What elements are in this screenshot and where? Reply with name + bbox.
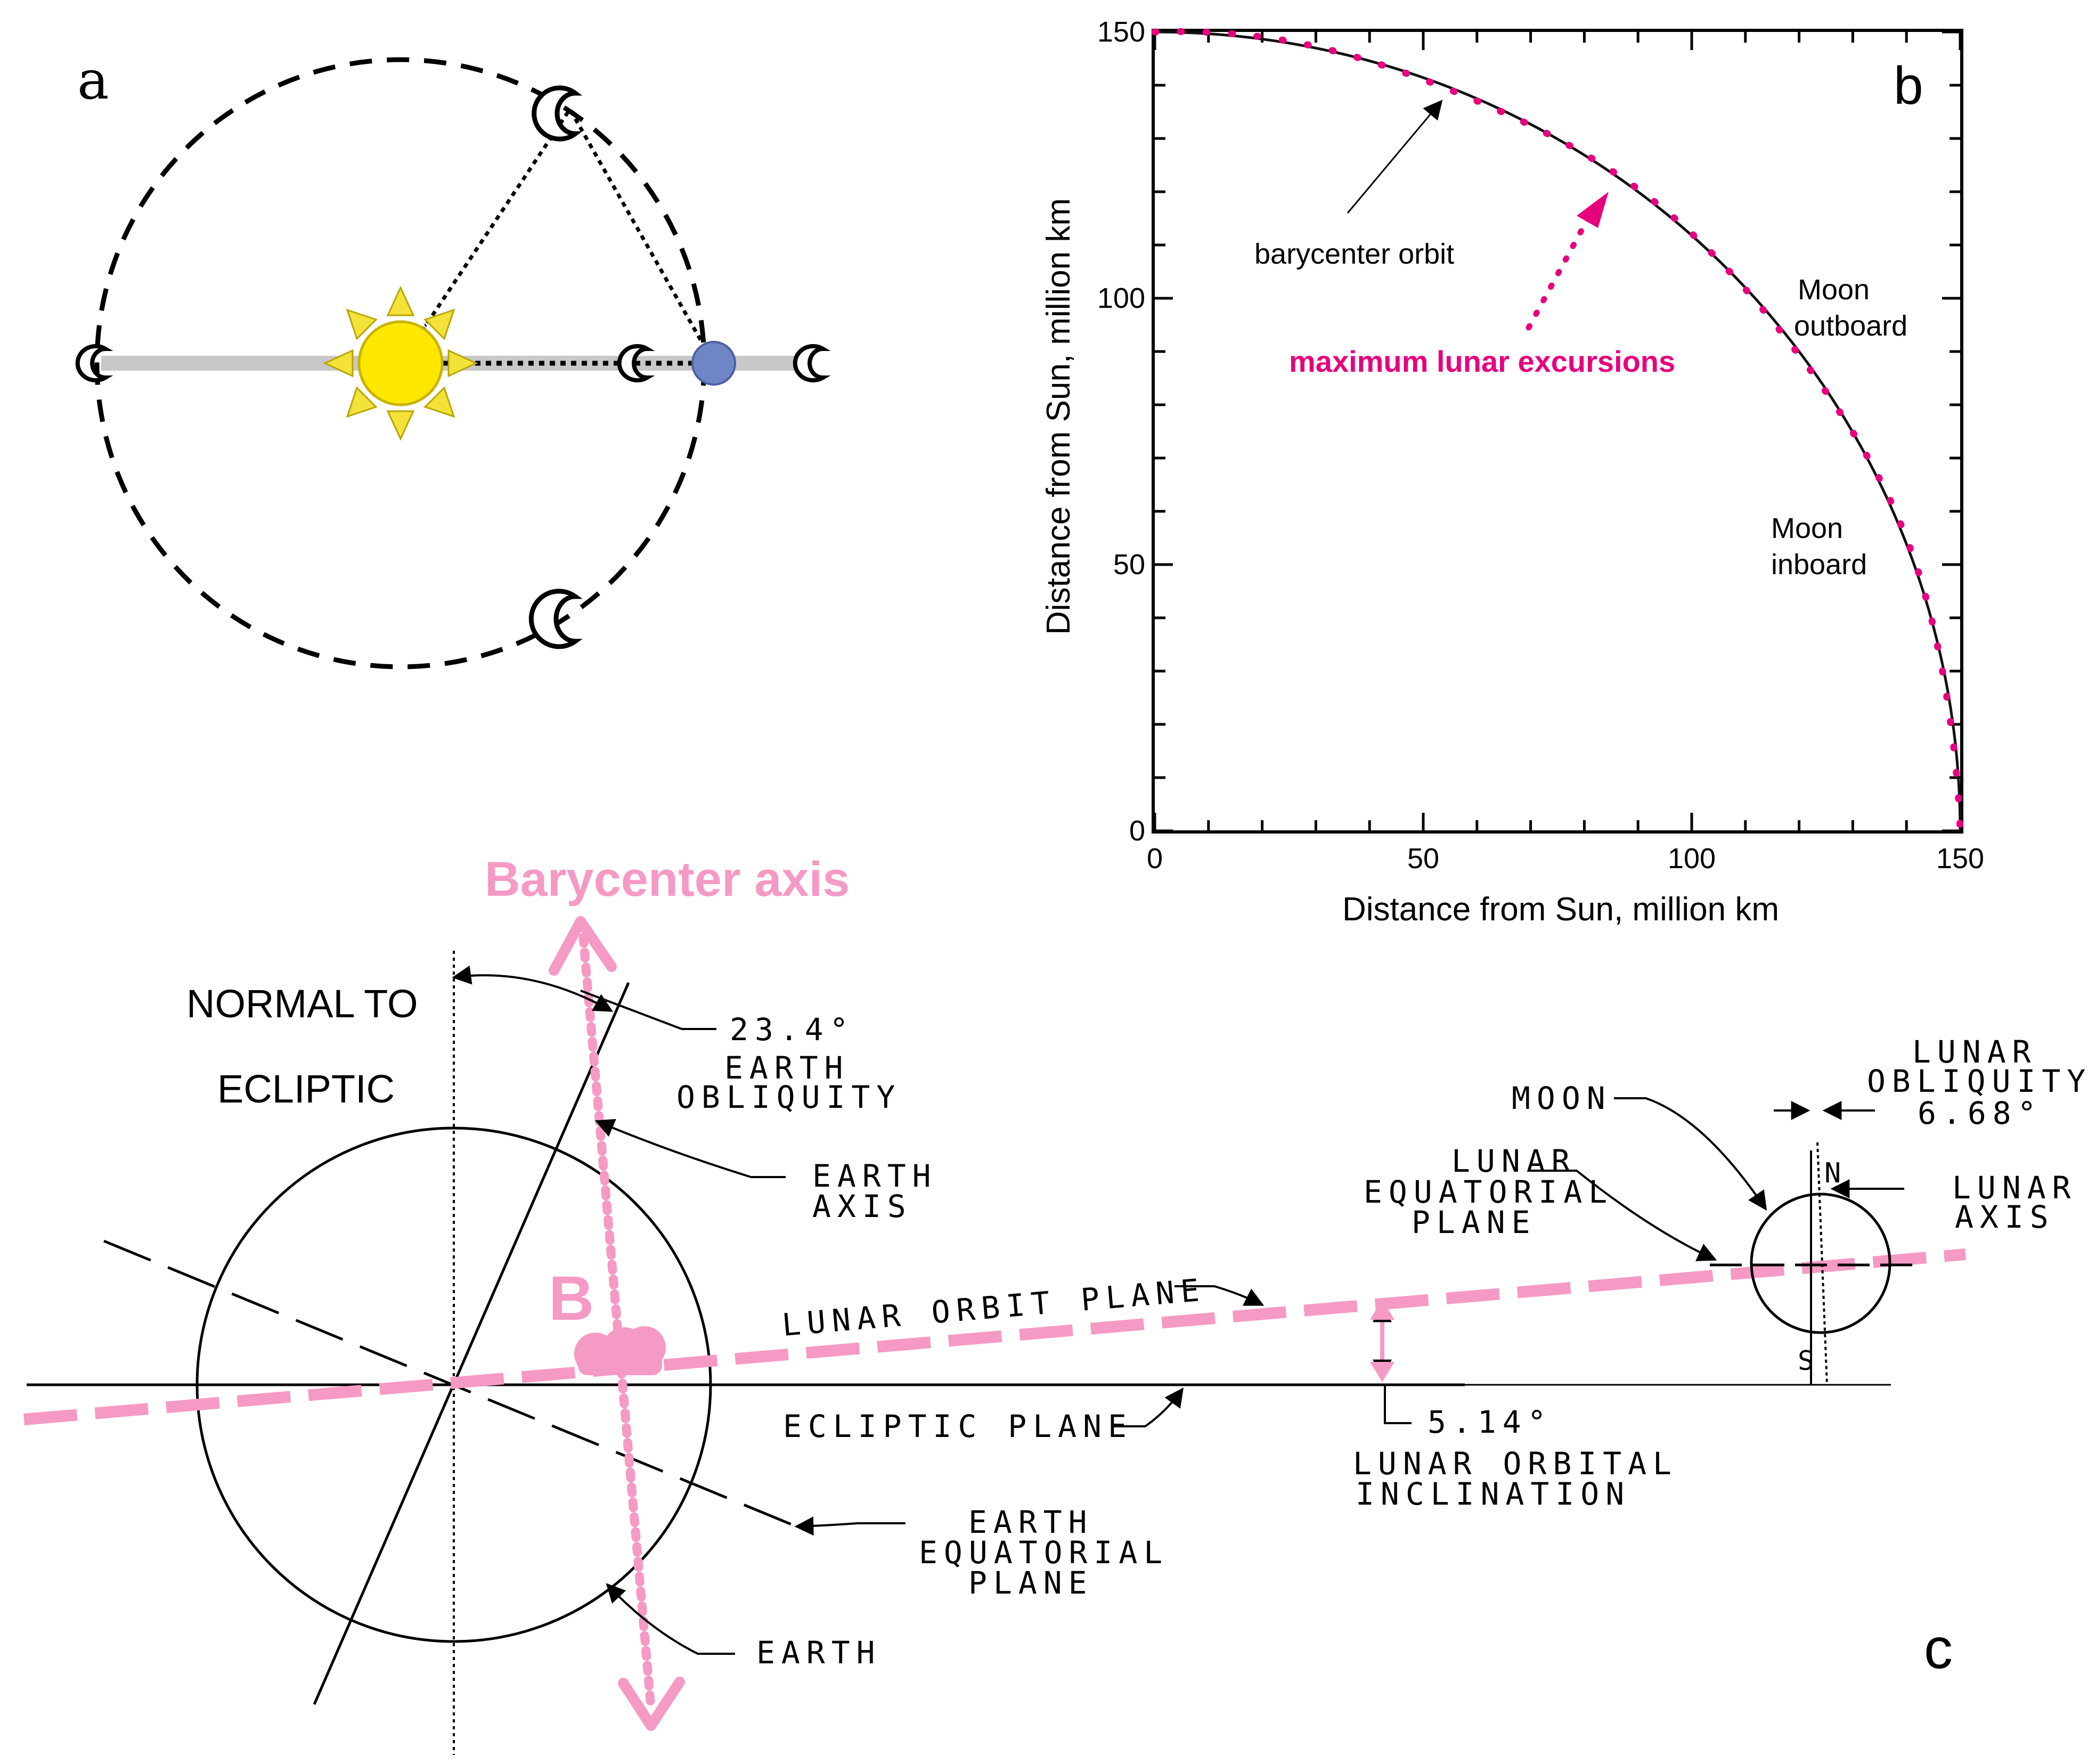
earth-icon — [691, 341, 736, 386]
lunar-orbit-plane — [23, 1248, 1966, 1425]
lunar-obliquity-angle: 6.68° — [1918, 1095, 2043, 1131]
normal-to-ecliptic-label: NORMAL TO — [186, 982, 418, 1026]
earth-obliquity-label: OBLIQUITY — [676, 1079, 901, 1115]
panel-c: Barycenter axis B NORMAL TO ECLIPTIC 23.… — [23, 852, 2088, 1755]
earth-equatorial-leader — [794, 1516, 906, 1536]
earth-equatorial-label: EARTH — [968, 1504, 1094, 1540]
earth-obliquity-arc — [452, 965, 614, 1012]
y-tick-label: 150 — [1097, 16, 1145, 48]
ecliptic-plane-label: ECLIPTIC PLANE — [783, 1408, 1133, 1444]
panel-a: a — [75, 49, 831, 669]
lunar-excursion-arrow — [1526, 202, 1598, 331]
lunar-axis-label: LUNAR — [1952, 1170, 2077, 1206]
sun-icon — [323, 285, 478, 441]
earth-equatorial-label: PLANE — [968, 1565, 1094, 1601]
barycenter-marker — [574, 1326, 666, 1375]
barycenter-axis-arrowhead — [618, 1677, 685, 1731]
earth-leader — [606, 1583, 735, 1655]
earth-axis-line — [313, 982, 630, 1705]
lunar-inclination-label: LUNAR ORBITAL — [1353, 1446, 1678, 1482]
earth-axis-leader — [594, 1119, 786, 1178]
panel-c-letter: c — [1924, 1616, 1953, 1680]
ecliptic-plane-leader — [1113, 1387, 1184, 1427]
moon-label: MOON — [1512, 1080, 1612, 1116]
lunar-inclination-arrowhead — [1370, 1300, 1394, 1320]
earth-obliquity-leader — [580, 990, 716, 1030]
lunar-equatorial-label: EQUATORIAL — [1364, 1174, 1613, 1210]
moon-circle — [1750, 1193, 1891, 1334]
x-axis-label: Distance from Sun, million km — [1342, 891, 1779, 928]
lunar-excursion-curve — [1151, 28, 1964, 835]
barycenter-axis-line — [578, 933, 656, 1712]
earth-circle — [195, 1126, 712, 1643]
barycenter-orbit-curve — [1155, 30, 1962, 831]
earth-obliquity-angle: 23.4° — [730, 1011, 855, 1048]
lunar-axis-label: AXIS — [1955, 1199, 2055, 1235]
lunar-north-pole: N — [1824, 1157, 1841, 1189]
crescent-moon-icon — [528, 589, 583, 649]
x-tick-label: 150 — [1936, 843, 1984, 875]
lunar-inclination-label: INCLINATION — [1356, 1476, 1630, 1512]
earth-axis-label: AXIS — [812, 1188, 912, 1224]
y-axis-label: Distance from Sun, million km — [1040, 198, 1077, 635]
lunar-inclination-leader — [1384, 1385, 1412, 1424]
panel-a-letter: a — [77, 49, 109, 111]
moon-outboard-label: Moon — [1798, 274, 1870, 306]
lunar-inclination-angle: 5.14° — [1428, 1404, 1553, 1440]
lunar-excursion-arrowhead — [1577, 192, 1609, 228]
dotted-triangle — [399, 105, 716, 364]
x-tick-label: 0 — [1147, 843, 1163, 875]
moon-outboard-label: outboard — [1794, 310, 1907, 342]
lunar-axis-line — [1816, 1142, 1828, 1385]
earth-axis-label: EARTH — [812, 1158, 937, 1194]
y-tick-label: 50 — [1113, 549, 1145, 581]
moon-leader — [1614, 1097, 1767, 1211]
barycenter-axis-label: Barycenter axis — [485, 852, 850, 907]
tick-marks — [1153, 30, 1962, 832]
lunar-equatorial-leader — [1529, 1170, 1717, 1261]
moon-inboard-label: Moon — [1771, 512, 1843, 544]
lunar-inclination-arrowhead — [1370, 1362, 1394, 1382]
barycenter-orbit-label: barycenter orbit — [1254, 238, 1454, 270]
lunar-orbit-plane-leader — [1174, 1285, 1265, 1306]
crescent-moon-icon — [75, 344, 113, 382]
tick-labels: 0 50 100 150 0 50 100 150 — [1097, 16, 1984, 875]
barycenter-b-label: B — [549, 1263, 594, 1334]
barycenter-axis-arrowhead — [549, 916, 617, 976]
earth-label: EARTH — [756, 1635, 882, 1671]
x-tick-label: 100 — [1668, 843, 1716, 875]
earth-obliquity-label: EARTH — [724, 1050, 850, 1086]
crescent-moon-icon — [532, 85, 583, 142]
y-tick-label: 0 — [1129, 815, 1145, 847]
earth-equatorial-label: EQUATORIAL — [919, 1534, 1169, 1571]
lunar-obliquity-label: LUNAR — [1912, 1034, 2037, 1070]
normal-to-ecliptic-label: ECLIPTIC — [217, 1067, 395, 1111]
panel-b: 0 50 100 150 0 50 100 150 b Distance from Sun, … — [1040, 16, 1984, 928]
barycenter-pointer-arrow — [1347, 100, 1443, 214]
x-tick-label: 50 — [1407, 843, 1439, 875]
y-tick-label: 100 — [1097, 282, 1145, 314]
lunar-south-pole: S — [1798, 1345, 1814, 1376]
crescent-moon-icon — [793, 344, 831, 382]
lunar-obliquity-label: OBLIQUITY — [1867, 1063, 2088, 1099]
moon-inboard-label: inboard — [1771, 549, 1867, 581]
plot-frame — [1152, 29, 1963, 834]
panel-b-letter: b — [1894, 56, 1923, 116]
lunar-equatorial-label: PLANE — [1412, 1204, 1537, 1240]
crescent-moon-icon — [617, 344, 655, 382]
max-lunar-excursion-label: maximum lunar excursions — [1289, 345, 1675, 378]
lunar-equatorial-label: LUNAR — [1451, 1143, 1577, 1179]
